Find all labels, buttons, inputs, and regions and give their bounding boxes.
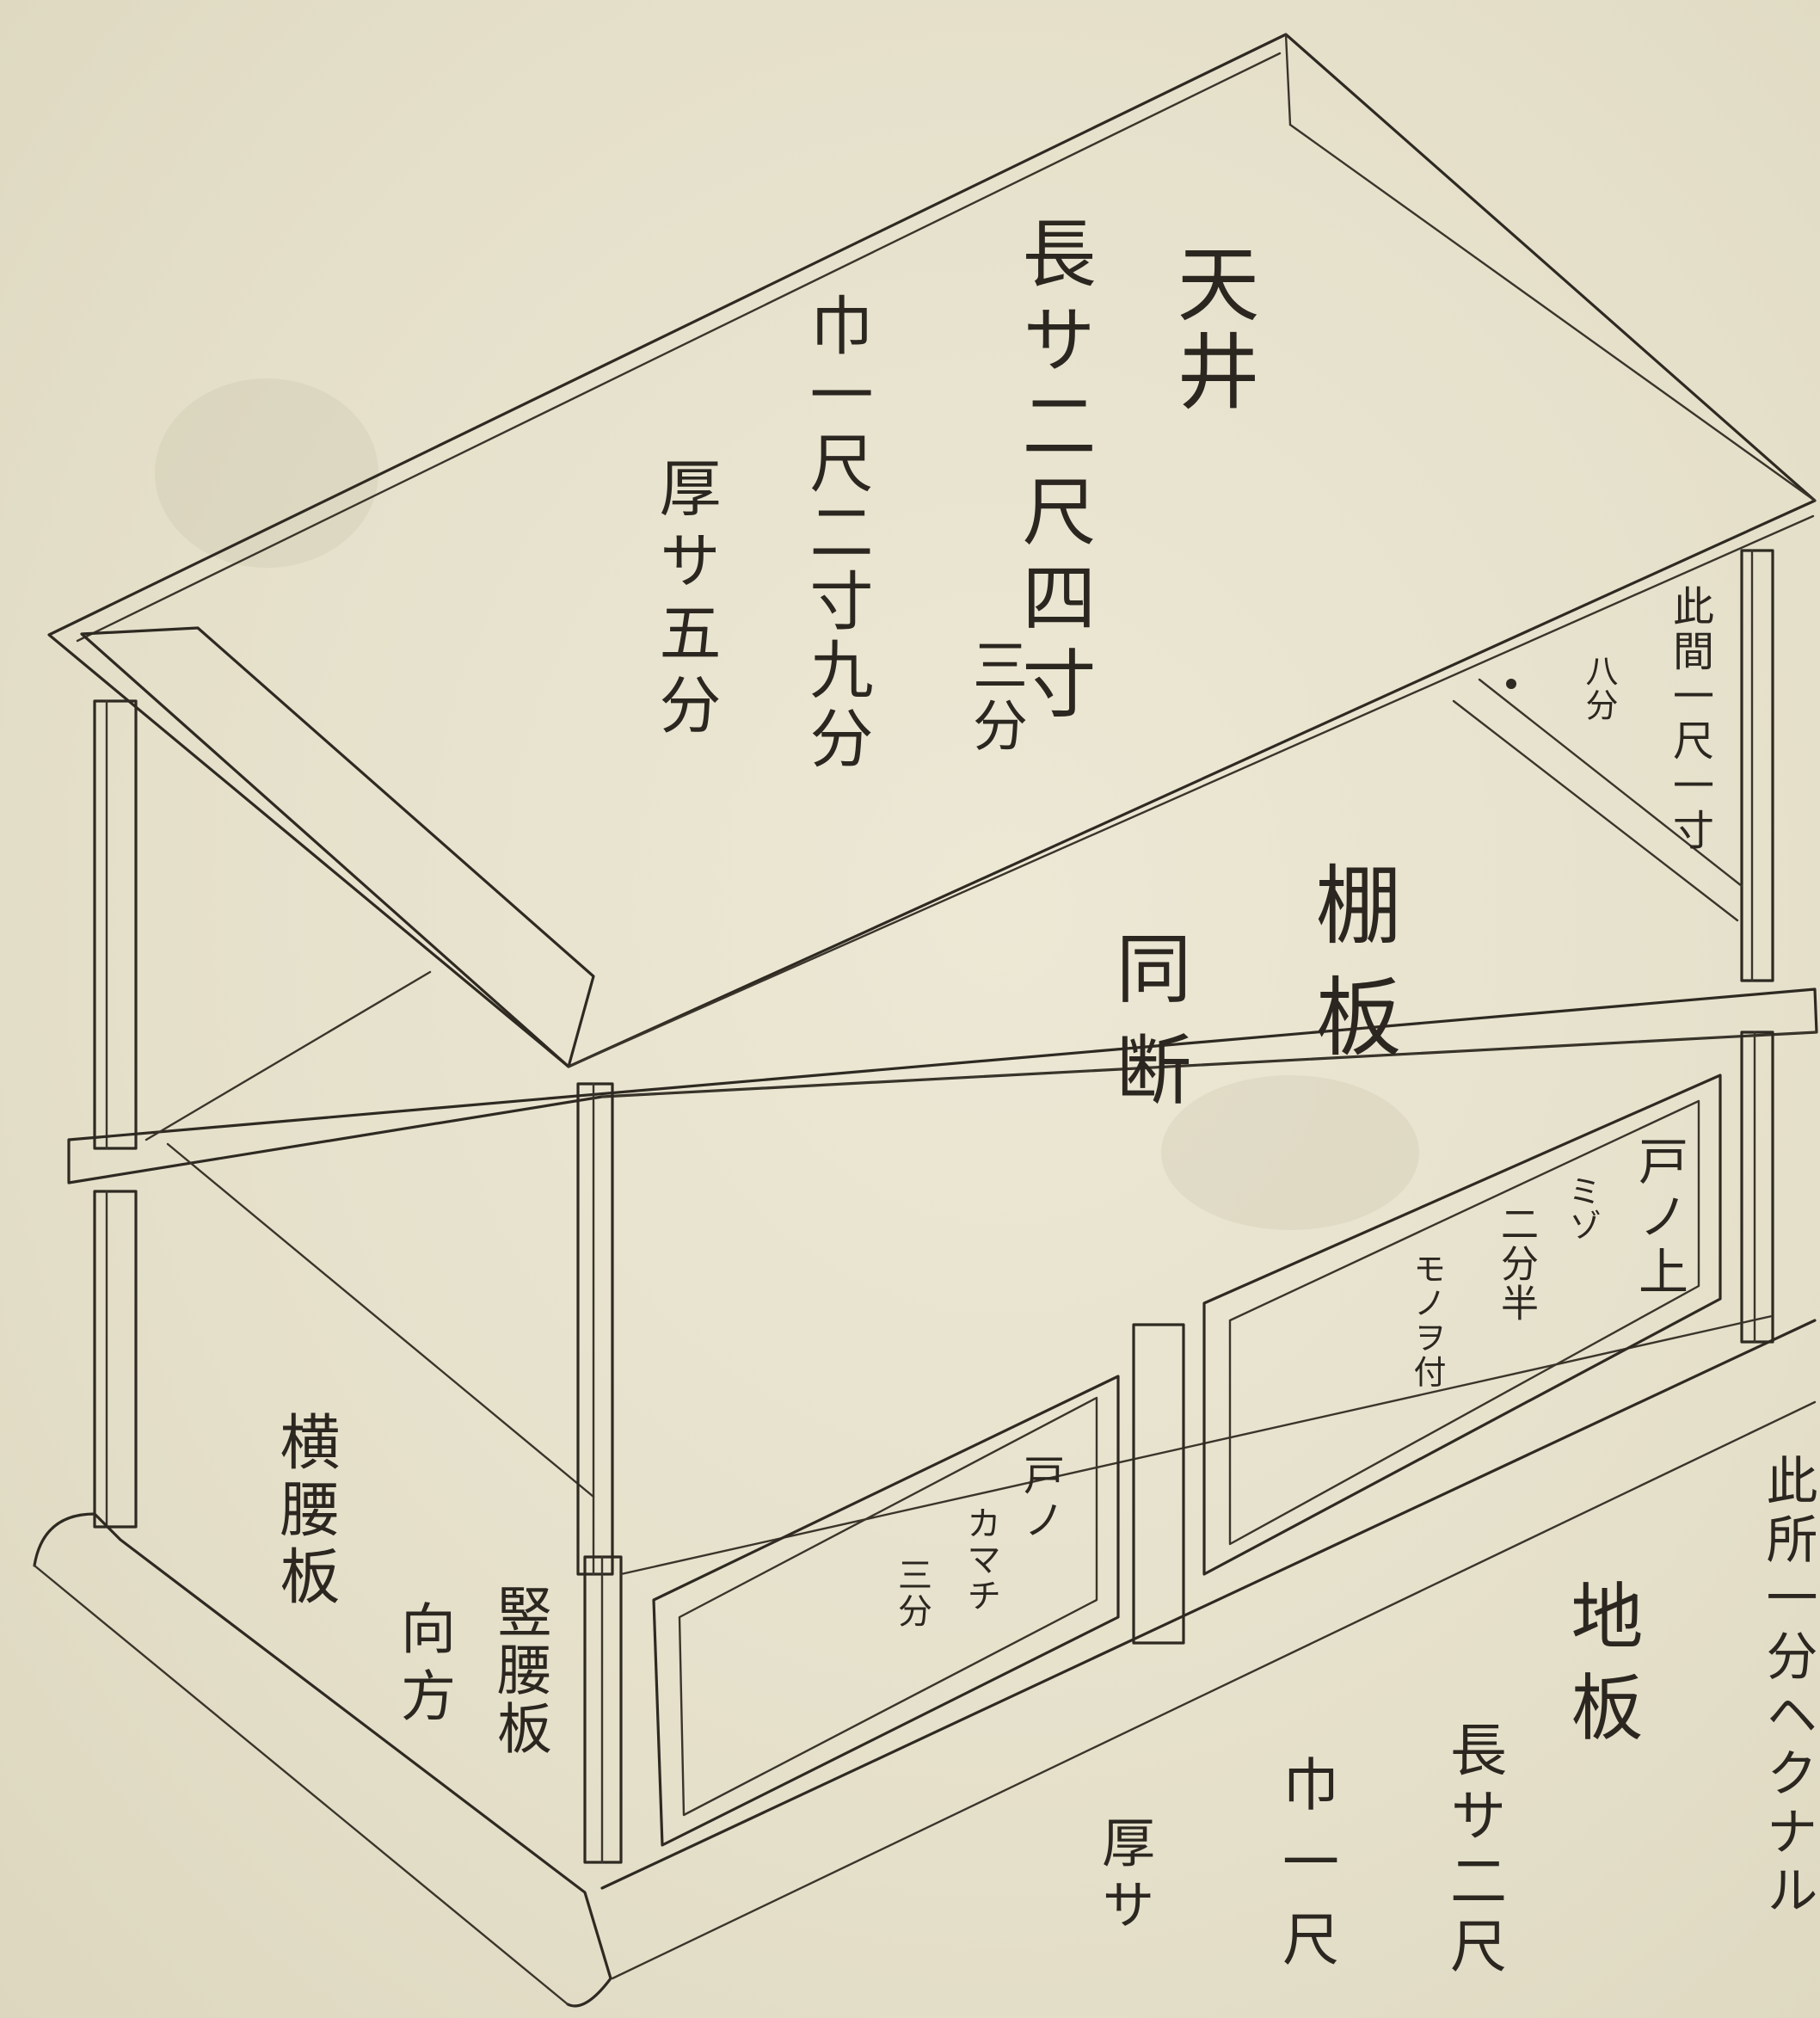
ceiling-board xyxy=(47,33,1817,1068)
shelf-title: 棚板 xyxy=(1300,860,1401,1084)
ceiling-gap-fraction: 八分 xyxy=(1580,654,1618,723)
ink-dot xyxy=(1506,679,1516,689)
upper-posts xyxy=(93,549,1774,1150)
ceiling-gap: 此間一尺一寸 xyxy=(1665,585,1713,853)
door-upper: 戸ノ上 xyxy=(1630,1135,1688,1301)
paper-stain xyxy=(155,378,378,568)
shelf-same: 同断 xyxy=(1104,929,1192,1132)
ceiling-length-fraction: 三分 xyxy=(963,637,1027,757)
floor-length: 長サ二尺 xyxy=(1441,1720,1507,1982)
ceiling-length: 長サ二尺四寸 xyxy=(1009,215,1095,731)
side-waist-board: 横腰板 xyxy=(270,1411,341,1612)
ceiling-thickness: 厚サ五分 xyxy=(649,456,721,745)
floor-width: 巾一尺 xyxy=(1273,1755,1339,1987)
middle-posts xyxy=(576,1031,1774,1576)
door-upper-note: モノヲ付 xyxy=(1408,1252,1446,1389)
shelf-board xyxy=(67,970,1818,1498)
door-upper-measure: ミゾ xyxy=(1563,1174,1601,1243)
lower-structure xyxy=(93,1074,1774,1864)
floor-board xyxy=(33,1319,1817,2008)
door-lower-fraction: 三分 xyxy=(892,1557,932,1629)
ceiling-width: 巾一尺二寸九分 xyxy=(799,292,873,774)
vertical-waist-board: 竪腰板 xyxy=(488,1583,551,1758)
door-upper-fraction: 二分半 xyxy=(1494,1204,1538,1323)
ceiling-title: 天井 xyxy=(1163,241,1259,416)
floor-note: 此所一分ヘクナル xyxy=(1757,1454,1817,1922)
paper-stain xyxy=(1161,1075,1419,1230)
floor-thickness: 厚サ xyxy=(1092,1815,1155,1939)
door-lower: 戸ノ xyxy=(1016,1454,1064,1543)
front-direction: 向方 xyxy=(391,1600,455,1734)
door-lower-frame: カマチ xyxy=(961,1505,1000,1614)
floor-title: 地板 xyxy=(1559,1578,1644,1761)
